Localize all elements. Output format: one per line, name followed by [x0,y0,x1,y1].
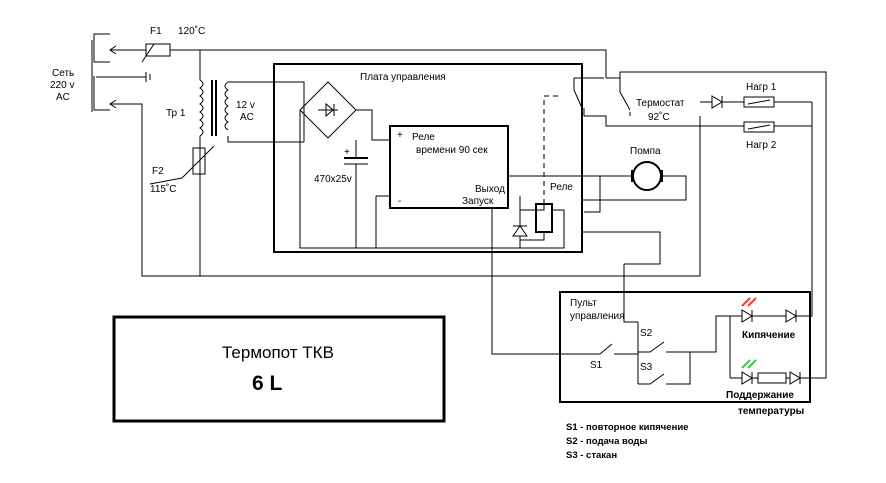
relay-contact [573,78,585,116]
heater-2 [700,121,812,133]
heater-1-label: Нагр 1 [746,82,777,93]
control-board [273,63,583,253]
led-keep-label-1: Поддержание [726,390,794,401]
timer-relay-output: Выход [475,184,505,195]
wire-neutral [128,103,701,277]
switch-s1 [586,343,638,355]
legend-s3: S3 - стакан [566,450,617,461]
svg-text:+: + [344,147,350,158]
led-keep-warm [730,359,806,385]
mains-plug [91,33,151,112]
switch-s1-label: S1 [590,360,603,371]
control-board-label: Плата управления [360,72,446,83]
pump-label: Помпа [630,146,661,157]
relay-link [543,95,562,204]
fuse-f2 [192,147,206,175]
led-keep-arrows [741,359,757,369]
remote-panel-label-2: управления [570,311,625,322]
thermostat-label: Термостат [636,98,685,109]
timer-relay [389,125,509,209]
title-subtitle: 6 L [252,372,283,395]
flyback-diode [512,210,528,248]
title-box [112,315,446,423]
fuse-f1-mark [141,43,155,63]
led-boil [729,297,806,378]
diode-bridge [299,81,510,249]
timer-relay-duration: времени 90 сек [416,145,488,156]
switch-s3-label: S3 [640,362,653,373]
title-text: Термопот ТКВ [222,343,334,362]
fuse-f1-label: F1 [150,26,162,37]
heater-2-label: Нагр 2 [746,140,777,151]
fuse-f1-temp: 120˚C [178,25,205,37]
switch-s2-label: S2 [640,328,653,339]
fuse-f2-label: F2 [152,166,164,177]
led-boil-label: Кипячение [742,330,796,341]
transformer-label: Тр 1 [166,108,186,119]
timer-relay-plus: + [397,130,403,141]
remote-panel-label-1: Пульт [570,298,597,309]
transformer-out-voltage: 12 v [236,100,255,111]
thermostat-switch [574,71,700,127]
capacitor-label: 470х25v [314,174,352,185]
heater-1 [700,95,812,109]
legend-s2: S2 - подача воды [566,436,648,447]
switch-s3 [638,352,691,385]
mains-label: Сеть [52,68,74,79]
legend-s1: S1 - повторное кипячение [566,422,688,433]
switch-s2 [637,322,690,384]
mains-voltage: 220 v [50,80,74,91]
timer-relay-start: Запуск [462,196,494,207]
timer-relay-minus: - [398,196,401,207]
capacitor: + [344,140,368,248]
remote-panel [559,291,811,403]
wire-right-rail [700,71,827,379]
thermostat-temp: 92˚C [648,111,670,123]
led-keep-label-2: температуры [738,406,804,417]
wire-top [128,49,607,78]
fuse-f2-temp: 115˚C [150,183,177,195]
relay-label: Реле [550,182,573,193]
timer-relay-label: Реле [412,132,435,143]
wire-start [491,208,586,355]
fuse-f2-mark [181,145,215,179]
transformer [199,50,305,276]
mains-ac: AC [56,92,70,103]
led-boil-arrows [741,297,757,307]
pump-motor [582,161,687,201]
transformer-out-ac: AC [240,112,254,123]
wire-output [508,175,601,213]
